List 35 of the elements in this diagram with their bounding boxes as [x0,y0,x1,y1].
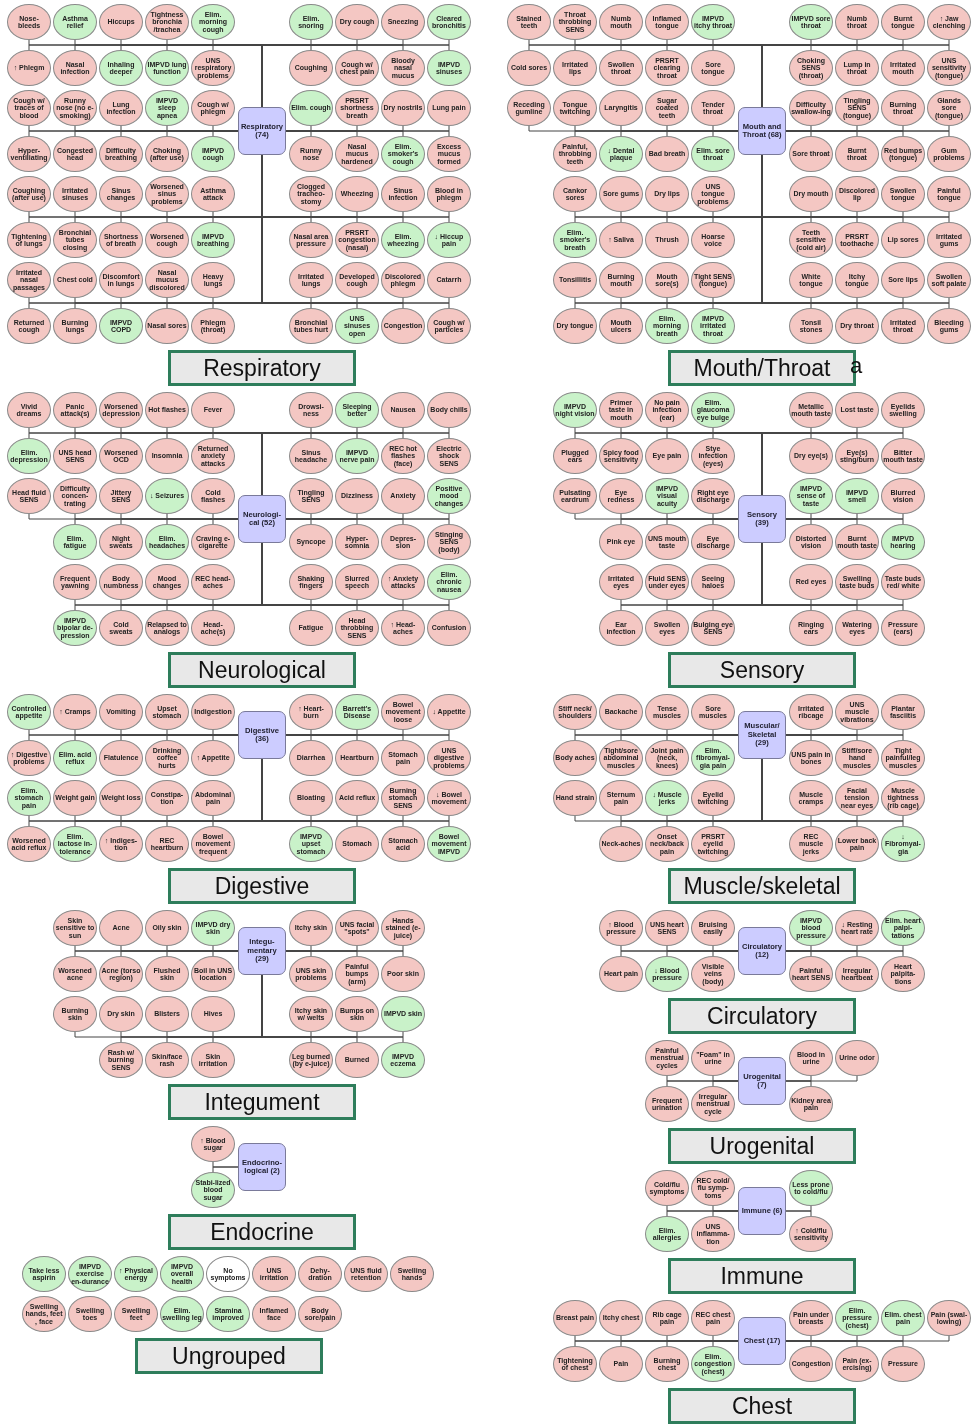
connector-line [712,1210,739,1217]
connector-line [285,130,450,137]
connector-line [285,734,450,741]
category-banner: Respiratory [168,350,356,386]
connector-line [212,950,239,957]
connector-line [712,734,739,741]
connector-line [785,1210,812,1217]
connector-line [712,518,739,525]
category-banner: Chest [668,1388,856,1424]
connector-line [785,734,904,741]
category-banner: Urogenital [668,1128,856,1164]
connector-line [212,518,239,525]
category-banner: Endocrine [168,1214,356,1250]
category-banner: Ungrouped [135,1338,323,1374]
category-banner: Sensory [668,652,856,688]
connector-line [285,950,404,957]
connector-line [212,1166,239,1173]
category-banner: Muscle/skeletal [668,868,856,904]
connector-line [712,950,739,957]
connector-line [785,950,904,957]
connector-line [212,130,239,137]
category-banner: Immune [668,1258,856,1294]
connector-line [712,130,739,137]
connector-line [712,1340,739,1347]
category-banner: Neurological [168,652,356,688]
connector-line [785,518,904,525]
connector-line [785,1080,812,1087]
connector-line [712,1080,739,1087]
category-banner: Integument [168,1084,356,1120]
category-banner: Digestive [168,868,356,904]
connector-line [785,1340,904,1347]
connector-line [212,734,239,741]
connector-line [785,130,950,137]
category-banner: Circulatory [668,998,856,1034]
connector-line [285,518,450,525]
